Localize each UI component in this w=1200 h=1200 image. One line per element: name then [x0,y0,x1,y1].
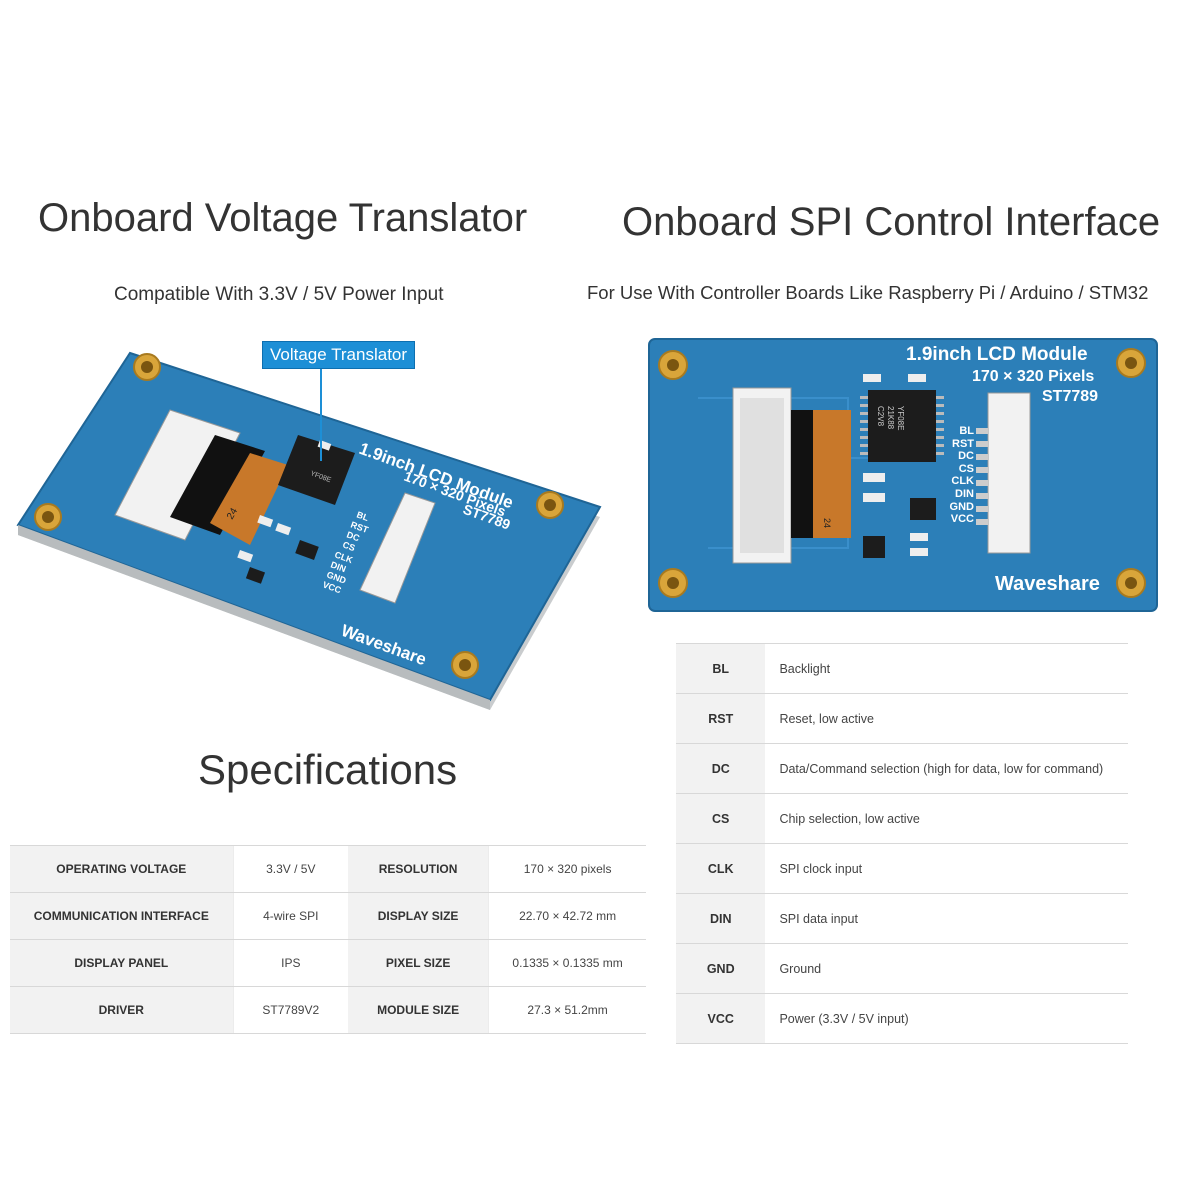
left-heading: Onboard Voltage Translator [38,196,528,240]
spec-value: 3.3V / 5V [232,845,348,893]
pin-name: DC [676,743,766,794]
spec-label: RESOLUTION [347,845,489,893]
svg-text:CS: CS [341,539,356,553]
pin-name: CLK [676,843,766,894]
board-pin-label: CS [958,462,974,475]
svg-text:21K88: 21K88 [886,406,895,430]
spec-value: 0.1335 × 0.1335 mm [488,939,646,987]
spec-value: 4-wire SPI [232,892,348,940]
pin-name: RST [676,693,766,744]
lcd-module-board-flat: 24 YF08E 21K88 C2V8 [648,338,1158,612]
board-pin-label: CLK [951,475,974,488]
svg-text:DIN: DIN [329,559,347,574]
board-pin-label: VCC [950,513,974,526]
voltage-translator-callout: Voltage Translator [262,341,416,369]
pin-name: BL [676,643,766,694]
board-pin-labels: BL RST DC CS CLK DIN GND VCC [944,425,974,526]
pin-description: SPI data input [765,893,1128,944]
right-subheading: For Use With Controller Boards Like Rasp… [587,282,1149,303]
pin-description: Ground [765,943,1128,994]
spec-label: OPERATING VOLTAGE [10,845,234,893]
pin-description: Chip selection, low active [765,793,1128,844]
board-brand: Waveshare [995,573,1100,595]
pin-name: CS [676,793,766,844]
spec-label: MODULE SIZE [347,986,489,1034]
callout-pointer-line [320,369,322,461]
pin-description: Backlight [765,643,1128,694]
board-pin-label: RST [952,437,974,450]
spec-value: IPS [232,939,348,987]
spec-value: 170 × 320 pixels [488,845,646,893]
spec-label: DISPLAY SIZE [347,892,489,940]
board-pin-label: GND [949,500,974,513]
svg-text:BL: BL [355,509,370,523]
svg-text:24: 24 [822,518,832,528]
board-pin-label: DIN [955,487,974,500]
spec-label: DRIVER [10,986,234,1034]
lcd-module-board-angled: 24 YF08E 1.9inch LCD Module 170 × 320 Pi… [16,351,602,710]
spec-label: COMMUNICATION INTERFACE [10,892,234,940]
svg-text:C2V8: C2V8 [876,406,885,427]
pin-description: Power (3.3V / 5V input) [765,993,1128,1044]
right-heading: Onboard SPI Control Interface [622,200,1161,244]
board-pin-label: BL [959,425,974,437]
specifications-heading: Specifications [198,746,458,793]
spec-value: 27.3 × 51.2mm [488,986,646,1034]
left-subheading: Compatible With 3.3V / 5V Power Input [114,284,444,305]
pin-description: Reset, low active [765,693,1128,744]
board-controller: ST7789 [1042,388,1099,405]
pin-name: GND [676,943,766,994]
board-pin-label: DC [958,450,974,463]
pin-description: SPI clock input [765,843,1128,894]
spec-label: PIXEL SIZE [347,939,489,987]
board-resolution: 170 × 320 Pixels [972,368,1095,385]
svg-text:DC: DC [345,529,361,543]
spec-value: ST7789V2 [232,986,348,1034]
svg-text:24: 24 [225,506,240,522]
spec-label: DISPLAY PANEL [10,939,234,987]
board-title: 1.9inch LCD Module [906,344,1088,365]
pin-name: VCC [676,993,766,1044]
svg-text:YF08E: YF08E [896,406,905,430]
pin-name: DIN [676,893,766,944]
spec-value: 22.70 × 42.72 mm [488,892,646,940]
pin-description: Data/Command selection (high for data, l… [765,743,1128,794]
